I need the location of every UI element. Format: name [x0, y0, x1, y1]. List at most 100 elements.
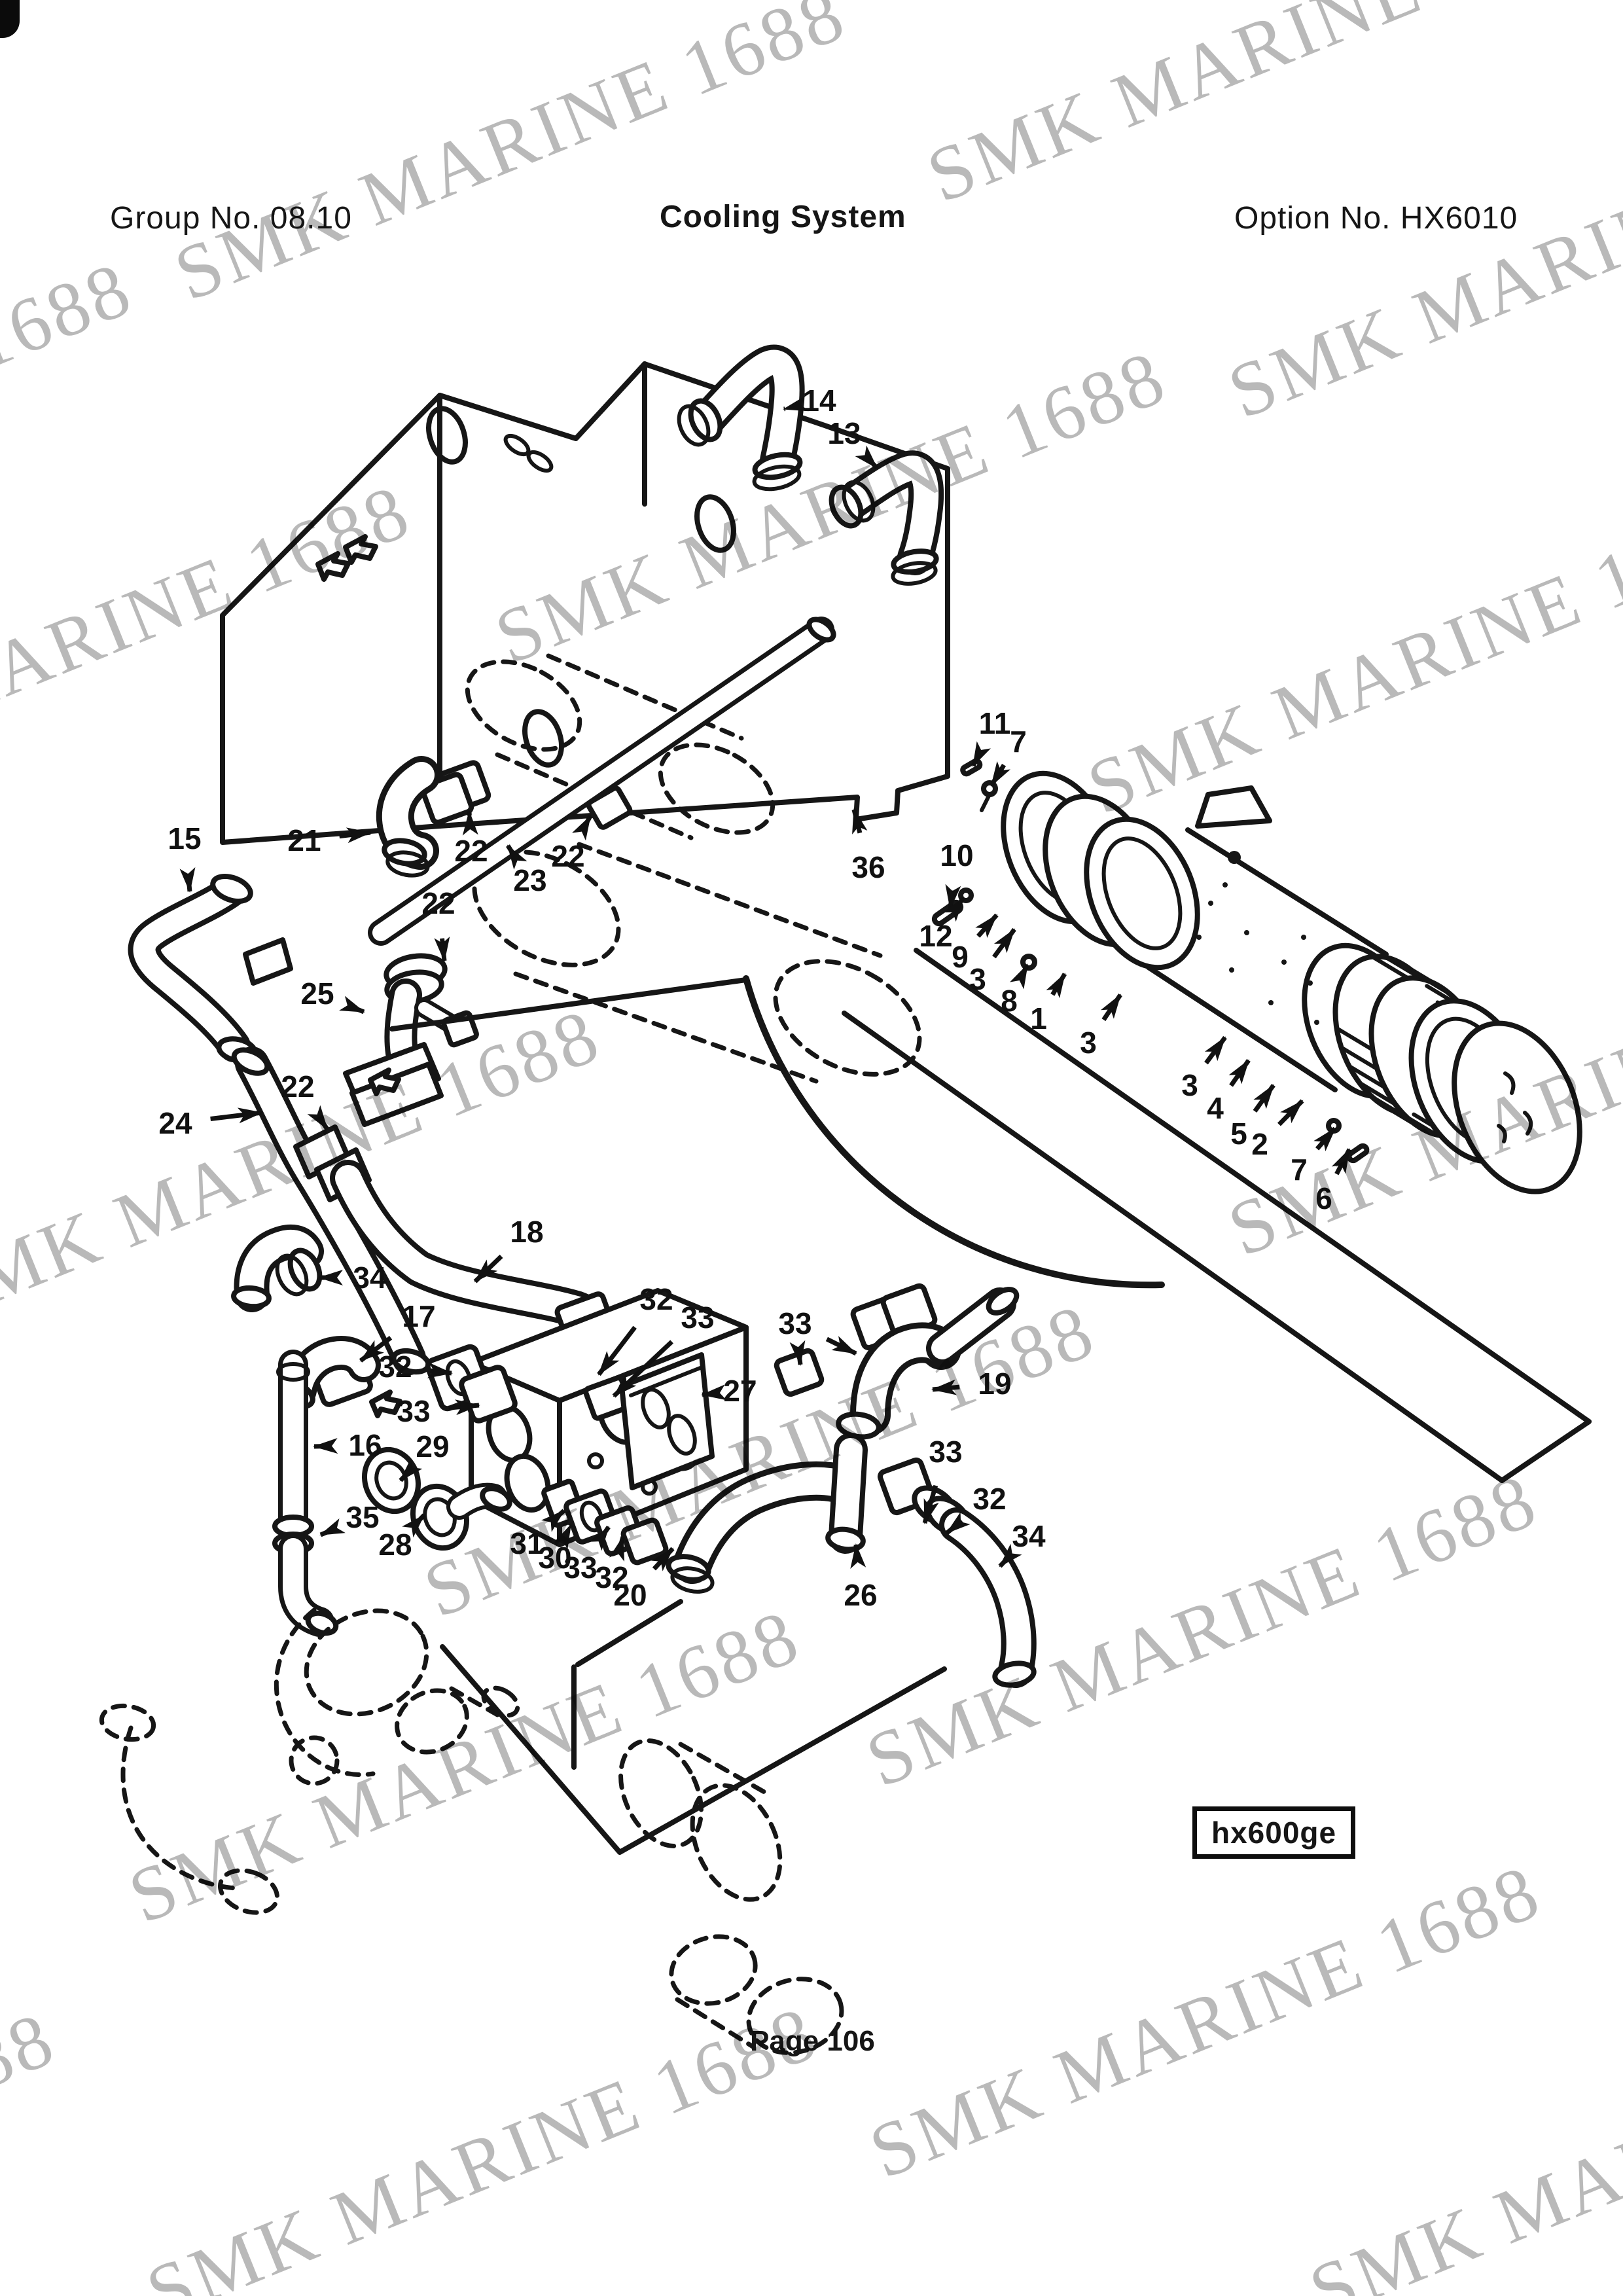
- group-number: Group No. 08.10: [110, 201, 352, 236]
- callout-arrow-32: [609, 1535, 626, 1562]
- callout-3: 3: [969, 962, 986, 996]
- hose-34-lower: [877, 1457, 1037, 1688]
- callout-27: 27: [723, 1374, 757, 1408]
- callout-arrow-21: [339, 827, 372, 844]
- callout-3: 3: [1080, 1026, 1097, 1060]
- heat-exchanger: [389, 758, 1592, 1483]
- callout-arrow-19: [931, 1379, 960, 1395]
- clip-symbol-icon: [369, 1390, 402, 1418]
- callout-12: 12: [919, 919, 952, 953]
- callout-arrow-20: [651, 1547, 675, 1571]
- callout-arrow-30: [553, 1524, 573, 1550]
- callout-arrow-28: [402, 1513, 426, 1538]
- tube-23: [368, 617, 836, 946]
- clip-symbol-icon: [315, 551, 351, 582]
- callout-arrow-7: [1313, 1126, 1337, 1152]
- callout-25: 25: [300, 977, 334, 1011]
- callout-arrow-32: [945, 1512, 971, 1535]
- callout-arrow-9: [975, 913, 999, 938]
- callout-arrow-33: [922, 1484, 939, 1524]
- callout-arrow-7: [990, 761, 1011, 787]
- callout-22: 22: [421, 886, 455, 920]
- callout-18: 18: [510, 1215, 543, 1249]
- hatch-line: [1357, 1081, 1398, 1107]
- callout-arrow-12: [943, 896, 965, 922]
- hatch-line: [1370, 1094, 1410, 1121]
- callout-7: 7: [1010, 725, 1027, 759]
- callout-arrow-4: [1228, 1058, 1251, 1087]
- hatch-line: [1334, 1026, 1375, 1052]
- callout-arrow-3: [1204, 1035, 1227, 1065]
- callout-arrow-17: [359, 1336, 393, 1363]
- callout-11: 11: [979, 706, 1011, 740]
- callout-22: 22: [454, 834, 488, 868]
- hatch-line: [1339, 1045, 1380, 1071]
- callout-31: 31: [510, 1526, 543, 1560]
- callout-6: 6: [1315, 1181, 1332, 1215]
- hose-14: [677, 344, 805, 492]
- callout-30: 30: [538, 1541, 571, 1575]
- callout-2: 2: [1251, 1127, 1268, 1161]
- page-title: Cooling System: [660, 200, 906, 234]
- callout-15: 15: [168, 821, 201, 855]
- callout-10: 10: [940, 838, 973, 872]
- callout-arrow-34: [998, 1543, 1022, 1568]
- callout-13: 13: [827, 416, 861, 450]
- callout-32: 32: [378, 1350, 412, 1384]
- callout-arrow-6: [1331, 1148, 1352, 1175]
- body-speckles: [1196, 882, 1319, 1025]
- callout-9: 9: [952, 940, 969, 974]
- callout-arrow-26: [850, 1543, 866, 1569]
- callout-arrow-25: [339, 996, 365, 1014]
- pipe-16: [272, 1350, 339, 1637]
- hatch-line: [1347, 1064, 1387, 1090]
- option-number: Option No. HX6010: [1234, 201, 1518, 236]
- callout-arrow-35: [319, 1518, 346, 1537]
- elbow-34-upper: [231, 1224, 324, 1312]
- callout-22: 22: [281, 1069, 314, 1103]
- callout-32: 32: [595, 1560, 628, 1594]
- callout-arrow-18: [473, 1254, 503, 1283]
- callout-arrow-32: [427, 1362, 453, 1378]
- hose-15: [128, 874, 293, 1064]
- callout-arrow-10: [945, 884, 961, 910]
- callout-arrow-1: [1046, 973, 1067, 999]
- callout-arrow-33: [588, 1526, 611, 1551]
- callout-arrow-31: [541, 1509, 566, 1532]
- callout-7: 7: [1291, 1153, 1308, 1187]
- callout-arrow-11: [971, 741, 991, 767]
- callout-20: 20: [613, 1578, 647, 1612]
- callout-arrow-3: [1100, 994, 1122, 1022]
- pump-dashed: [99, 1607, 520, 1915]
- callout-22: 22: [551, 839, 584, 873]
- callout-arrow-36: [851, 808, 868, 834]
- callout-arrow-22: [434, 936, 450, 962]
- callout-arrow-8: [1009, 963, 1030, 990]
- callout-28: 28: [378, 1528, 412, 1562]
- callout-33: 33: [563, 1551, 597, 1585]
- callout-34: 34: [1012, 1519, 1046, 1553]
- clip-symbol-icon: [343, 534, 378, 565]
- hose-24: [231, 1047, 431, 1375]
- callout-arrow-24: [210, 1107, 263, 1124]
- callout-29: 29: [416, 1429, 449, 1463]
- callout-33: 33: [929, 1435, 962, 1469]
- callout-1: 1: [1030, 1001, 1047, 1035]
- callout-32: 32: [972, 1482, 1006, 1516]
- hatch-line: [1412, 970, 1452, 996]
- callout-19: 19: [978, 1367, 1011, 1401]
- callout-arrow-15: [179, 867, 196, 893]
- callout-24: 24: [158, 1106, 192, 1140]
- callout-32: 32: [639, 1282, 673, 1316]
- callout-5: 5: [1230, 1117, 1247, 1151]
- hose-13: [829, 450, 944, 586]
- elbow-21: [376, 756, 491, 878]
- callout-arrow-33: [825, 1336, 857, 1356]
- filler-neck-25: [343, 953, 479, 1127]
- callout-arrow-32: [597, 1325, 637, 1376]
- callout-26: 26: [844, 1578, 877, 1612]
- clip-symbol-icon: [368, 1067, 401, 1096]
